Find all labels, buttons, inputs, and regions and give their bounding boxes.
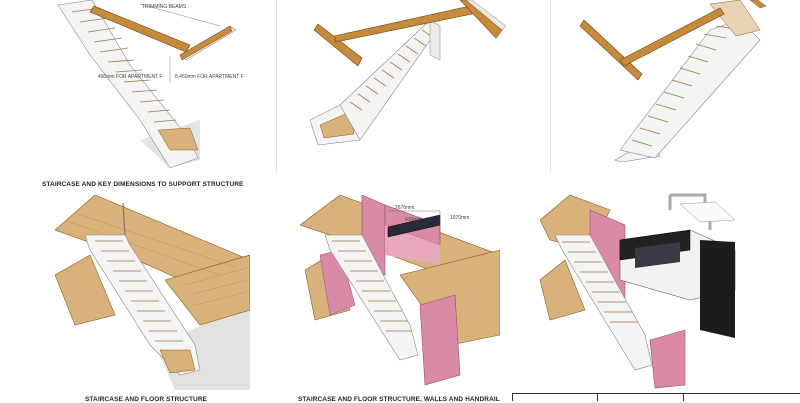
divider-top-2 xyxy=(550,0,551,172)
panel-staircase-key-dimensions: TRIMMING BEAMS 490mm FOR APARTMENT F 8,4… xyxy=(30,0,275,172)
annotation-dim-mid: 410mm xyxy=(405,217,422,223)
panel-staircase-floor-structure xyxy=(55,195,250,390)
divider-top-1 xyxy=(276,0,277,172)
annotation-dim-right: 8,450mm FOR APARTMENT F xyxy=(175,74,244,80)
staircase-walls-drawing: 2670mm 410mm 1070mm xyxy=(300,195,500,386)
title-block-cell xyxy=(513,394,598,401)
panel-staircase-walls-handrail: 2670mm 410mm 1070mm xyxy=(300,195,500,390)
caption-key-dimensions: STAIRCASE AND KEY DIMENSIONS TO SUPPORT … xyxy=(42,181,244,188)
annotation-trimming-beams: TRIMMING BEAMS xyxy=(142,4,187,10)
panel-staircase-beams-view-3 xyxy=(560,0,800,172)
staircase-kitchen-drawing xyxy=(540,193,736,389)
title-block xyxy=(512,393,800,401)
title-block-cell xyxy=(597,394,684,401)
panel-staircase-with-kitchen xyxy=(540,190,740,390)
annotation-dim-right: 1070mm xyxy=(450,215,469,221)
staircase-beams-drawing xyxy=(309,0,507,146)
staircase-beams-drawing: TRIMMING BEAMS 490mm FOR APARTMENT F 8,4… xyxy=(57,0,244,169)
staircase-floor-drawing xyxy=(55,195,250,390)
staircase-beams-drawing xyxy=(579,0,767,163)
panel-staircase-beams-view-2 xyxy=(290,0,530,172)
annotation-dim-top: 2670mm xyxy=(395,205,414,211)
annotation-dim-left: 490mm FOR APARTMENT F xyxy=(98,74,162,80)
